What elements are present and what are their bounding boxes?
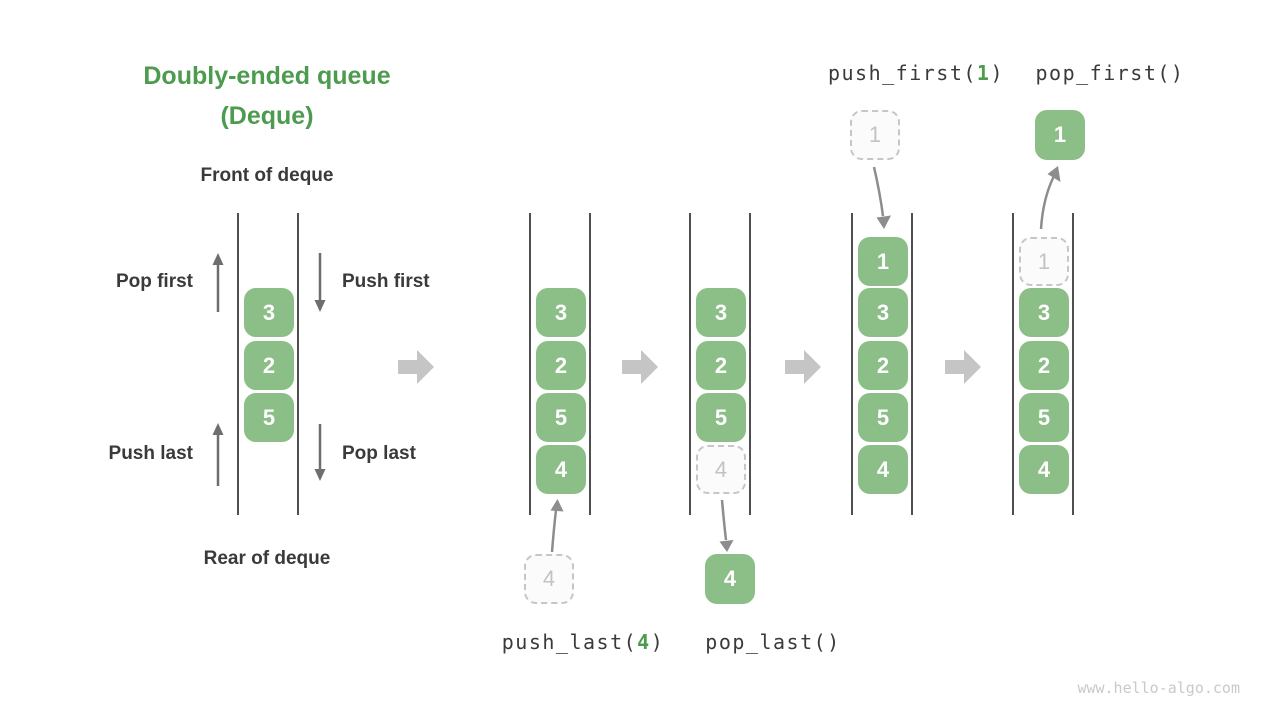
queue-cell: 3 — [1019, 288, 1069, 337]
pop-first-label: Pop first — [115, 271, 193, 292]
push-last-insert-arrow-icon — [550, 499, 564, 553]
queue-cell: 4 — [536, 445, 586, 494]
queue-cell: 5 — [696, 393, 746, 442]
push-first-arrow-down-icon — [314, 253, 326, 312]
queue-cell: 1 — [858, 237, 908, 286]
queue-cell-ghost: 1 — [1019, 237, 1069, 286]
incoming-element-ghost: 4 — [524, 554, 574, 604]
op-text: ) — [650, 630, 665, 654]
op-text: push_first( — [827, 61, 977, 85]
outgoing-element: 4 — [705, 554, 755, 604]
queue-cell: 2 — [536, 341, 586, 390]
queue-cell-ghost: 4 — [696, 445, 746, 494]
transition-arrow-icon — [398, 350, 434, 384]
queue-push-last-result: 3 2 5 4 — [529, 213, 591, 515]
pop-last-label: Pop last — [342, 443, 416, 464]
front-of-deque-label: Front of deque — [200, 165, 334, 186]
queue-cell: 5 — [244, 393, 294, 442]
pop-last-operation-label: pop_last() — [705, 630, 841, 654]
pop-last-remove-arrow-icon — [719, 499, 734, 552]
queue-cell: 2 — [696, 341, 746, 390]
pop-last-arrow-down-icon — [314, 424, 326, 481]
op-argument: 4 — [637, 630, 651, 654]
diagram-title-line1: Doubly-ended queue — [143, 62, 391, 90]
queue-pop-last-result: 3 2 5 4 — [689, 213, 751, 515]
queue-initial: 3 2 5 — [237, 213, 299, 515]
queue-pop-first-result: 1 3 2 5 4 — [1012, 213, 1074, 515]
op-argument: 1 — [976, 61, 991, 85]
queue-cell: 5 — [1019, 393, 1069, 442]
transition-arrow-icon — [622, 350, 658, 384]
pop-first-arrow-up-icon — [212, 253, 224, 312]
diagram-title-line2: (Deque) — [220, 102, 314, 130]
push-first-operation-label: push_first(1) — [806, 61, 1026, 85]
queue-cell: 3 — [244, 288, 294, 337]
queue-cell: 3 — [536, 288, 586, 337]
queue-cell: 3 — [696, 288, 746, 337]
diagram-title: Doubly-ended queue (Deque) — [97, 56, 437, 136]
push-last-arrow-up-icon — [212, 423, 224, 486]
pop-first-remove-arrow-icon — [1039, 166, 1061, 230]
op-text: push_last( — [501, 630, 638, 654]
queue-cell: 2 — [858, 341, 908, 390]
pop-first-operation-label: pop_first() — [1035, 61, 1185, 85]
push-first-insert-arrow-icon — [872, 166, 891, 229]
op-text: ) — [990, 61, 1005, 85]
incoming-element-ghost: 1 — [850, 110, 900, 160]
queue-cell: 5 — [536, 393, 586, 442]
queue-cell: 5 — [858, 393, 908, 442]
push-first-label: Push first — [342, 271, 430, 292]
transition-arrow-icon — [945, 350, 981, 384]
queue-cell: 2 — [244, 341, 294, 390]
queue-cell: 4 — [858, 445, 908, 494]
queue-cell: 4 — [1019, 445, 1069, 494]
outgoing-element: 1 — [1035, 110, 1085, 160]
push-last-operation-label: push_last(4) — [473, 630, 693, 654]
queue-cell: 2 — [1019, 341, 1069, 390]
transition-arrow-icon — [785, 350, 821, 384]
watermark: www.hello-algo.com — [1077, 679, 1240, 697]
queue-cell: 3 — [858, 288, 908, 337]
push-last-label: Push last — [108, 443, 193, 464]
rear-of-deque-label: Rear of deque — [203, 548, 331, 569]
queue-push-first-result: 1 3 2 5 4 — [851, 213, 913, 515]
